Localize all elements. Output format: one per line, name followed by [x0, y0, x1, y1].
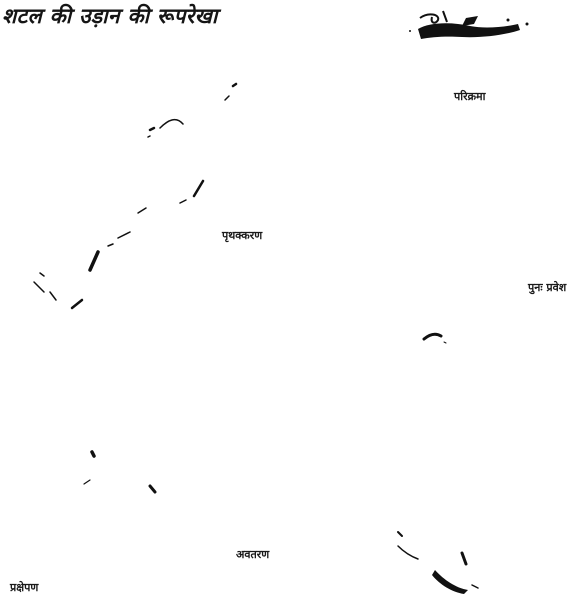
reentry-trajectory: [83, 332, 447, 494]
diagram-title: शटल की उड़ान की रूपरेखा: [2, 4, 218, 28]
stage-label-landing: अवतरण: [236, 548, 270, 561]
landing-approach: [397, 531, 479, 594]
stage-label-reentry: पुनः प्रवेश: [528, 281, 567, 294]
stage-label-launch: प्रक्षेपण: [10, 581, 39, 594]
orbiter-in-orbit-icon: [409, 10, 529, 39]
stage-label-separation: पृथक्करण: [222, 229, 263, 242]
stage-label-orbit: परिक्रमा: [454, 90, 486, 103]
ascent-trajectory: [33, 82, 238, 310]
